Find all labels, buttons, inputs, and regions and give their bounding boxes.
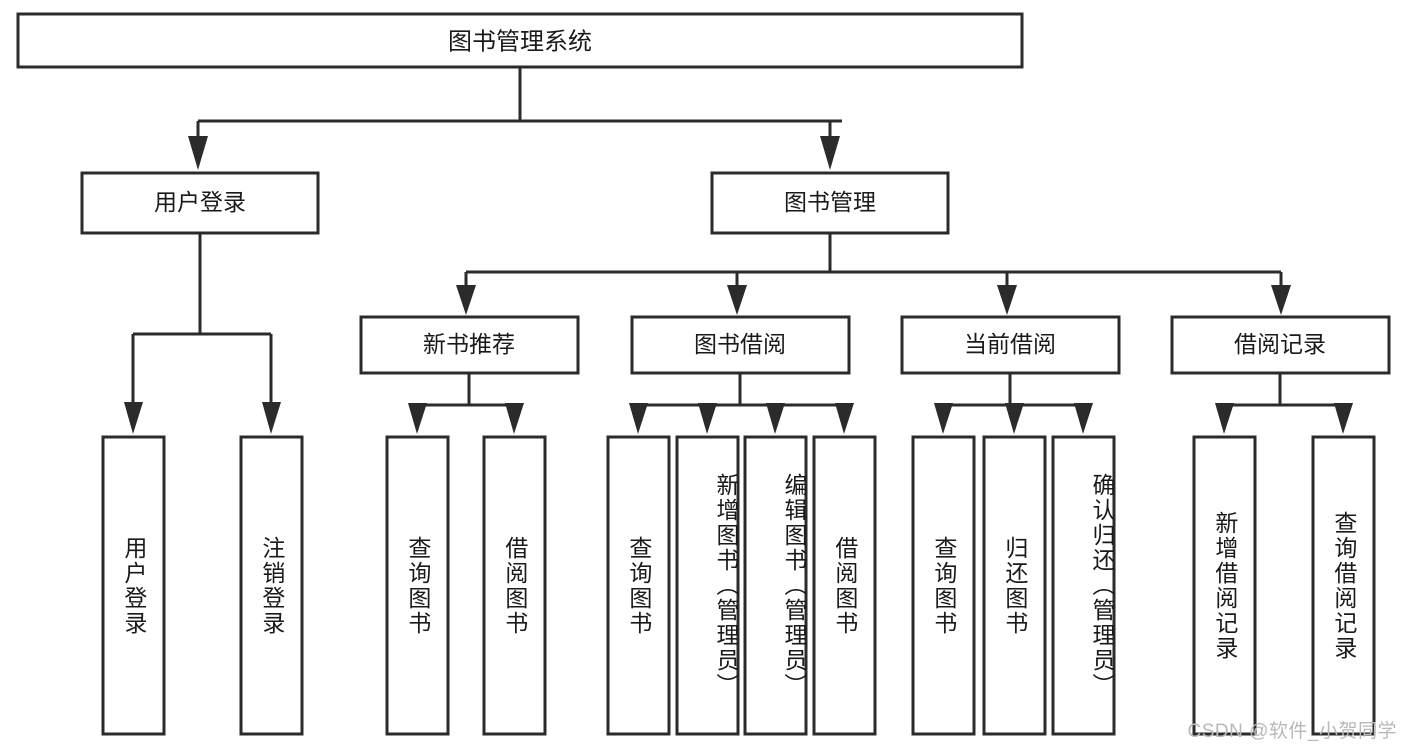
node-borrow-record-label: 借阅记录 [1234, 331, 1326, 357]
node-user-login-label: 用户登录 [154, 189, 246, 215]
leaf-box-borrow-book-rec[interactable] [482, 435, 547, 736]
node-book-management-label: 图书管理 [784, 189, 876, 215]
connector-root-to-level2 [188, 67, 842, 170]
leaf-box-query-book-borrow[interactable] [606, 435, 671, 736]
node-new-book-recommend-label: 新书推荐 [423, 331, 515, 357]
connector-book-mgmt-to-level3 [456, 233, 1291, 315]
node-root-label: 图书管理系统 [448, 28, 592, 55]
leaf-box-confirm-return-admin[interactable] [1051, 435, 1116, 736]
leaf-box-query-book-current[interactable] [911, 435, 976, 736]
leaf-box-add-borrow-record[interactable] [1192, 435, 1257, 736]
connector-user-login-to-leaves [124, 233, 281, 434]
leaf-box-logout[interactable] [239, 435, 304, 736]
node-root-system[interactable]: 图书管理系统 [16, 12, 1024, 69]
connector-borrow-record-to-leaves [1215, 373, 1353, 434]
leaf-box-edit-book-admin[interactable] [743, 435, 808, 736]
leaf-box-borrow-book[interactable] [812, 435, 877, 736]
leaf-box-query-book-rec[interactable] [385, 435, 450, 736]
node-user-login[interactable]: 用户登录 [80, 171, 320, 235]
node-borrow-record[interactable]: 借阅记录 [1170, 315, 1391, 375]
node-current-borrow-label: 当前借阅 [964, 331, 1056, 357]
leaf-boxes [101, 435, 1376, 736]
leaf-box-query-borrow-record[interactable] [1311, 435, 1376, 736]
node-book-management[interactable]: 图书管理 [710, 171, 950, 235]
leaf-box-add-book-admin[interactable] [675, 435, 740, 736]
node-new-book-recommend[interactable]: 新书推荐 [359, 315, 580, 375]
node-book-borrow[interactable]: 图书借阅 [630, 315, 851, 375]
leaf-box-user-login[interactable] [101, 435, 166, 736]
node-book-borrow-label: 图书借阅 [694, 331, 786, 357]
connector-current-borrow-to-leaves [934, 373, 1093, 434]
connector-book-borrow-to-leaves [629, 373, 854, 434]
node-current-borrow[interactable]: 当前借阅 [900, 315, 1121, 375]
connector-new-book-rec-to-leaves [408, 373, 524, 434]
leaf-box-return-book[interactable] [982, 435, 1047, 736]
csdn-watermark: CSDN @软件_小贺同学 [1187, 721, 1397, 742]
